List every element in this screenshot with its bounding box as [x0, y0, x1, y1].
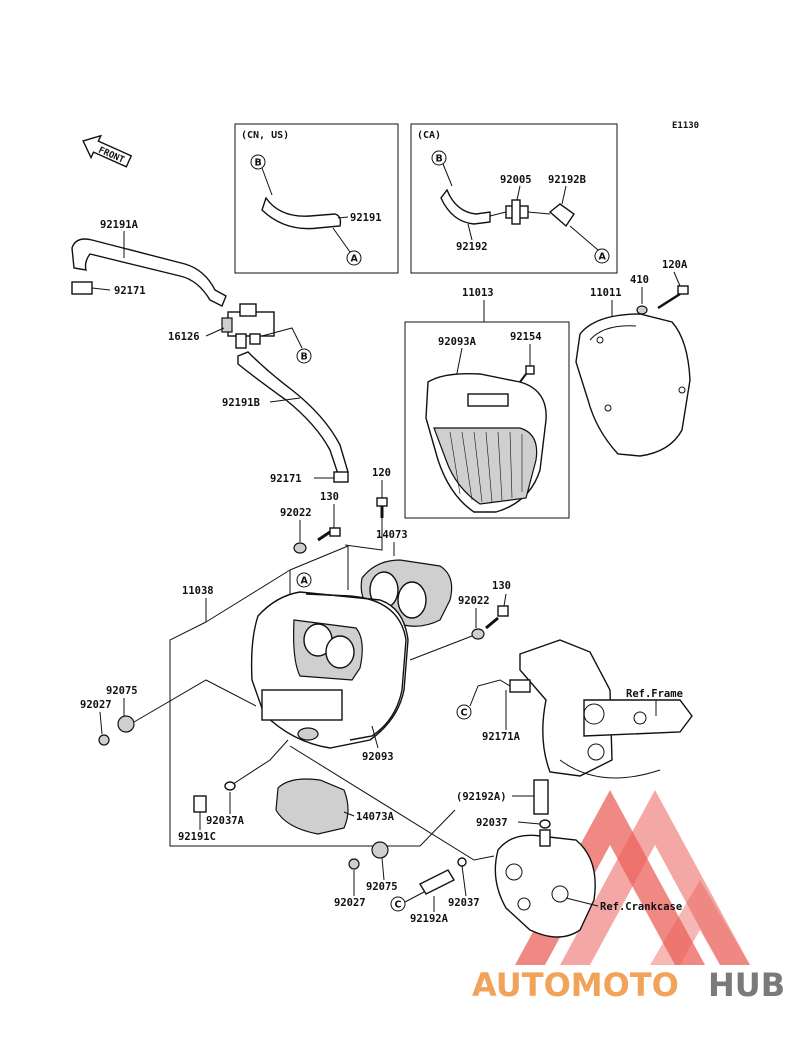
valve-16126-group: 16126 B — [168, 303, 312, 364]
clamp-92037-bottom — [457, 857, 467, 867]
hose-92191c-part — [193, 795, 207, 813]
ref-crankcase-text: Ref.Crankcase — [600, 901, 682, 913]
label-92093: 92093 — [362, 751, 394, 763]
label-92027-bottom: 92027 — [334, 897, 366, 909]
label-92191a: 92191A — [100, 219, 139, 231]
label-92093a: 92093A — [438, 336, 477, 348]
cover-11011-group: 11011 410 120A — [575, 259, 691, 457]
duct-14073a-part — [275, 778, 349, 835]
label-92027-left: 92027 — [80, 699, 112, 711]
label-92171-mid: 92171 — [270, 473, 302, 485]
hose-92191a-group: 92191A 92171 — [71, 219, 227, 307]
box-ca-ref-a: A — [599, 252, 607, 263]
label-92075-left: 92075 — [106, 685, 138, 697]
fasteners-left-group: 120 130 92022 — [280, 467, 391, 554]
box-ca-label-92192: 92192 — [456, 241, 488, 253]
frame-ref-group: Ref.Frame 92171A C — [456, 639, 693, 779]
label-92075-bottom: 92075 — [366, 881, 398, 893]
clamp-92037a-part — [224, 781, 236, 791]
filter-box-11013: 11013 92093A 92154 — [404, 287, 570, 519]
label-130-right: 130 — [492, 580, 511, 592]
label-92037a: 92037A — [206, 815, 245, 827]
bolt-130-left-head — [329, 527, 341, 537]
box-ca-ref-b: B — [436, 154, 443, 165]
label-92171a: 92171A — [482, 731, 521, 743]
label-11011: 11011 — [590, 287, 622, 299]
box-cn-us-label-92191: 92191 — [350, 212, 382, 224]
crankcase-ref-group: (92192A) 92037 Ref.Crankcase — [456, 779, 682, 938]
washer-92022-left — [293, 542, 307, 554]
label-120a: 120A — [662, 259, 688, 271]
label-92171-top: 92171 — [114, 285, 146, 297]
box-cn-us-ref-a: A — [351, 254, 359, 265]
front-arrow-icon: FRONT — [82, 134, 133, 168]
hose-92191b-group: 92191B 92171 — [222, 351, 349, 485]
ref-c-left: C — [461, 708, 468, 719]
label-92022-left: 92022 — [280, 507, 312, 519]
label-14073a: 14073A — [356, 811, 395, 823]
watermark-part1: AUTOMOTO — [472, 966, 679, 1004]
ref-frame-text: Ref.Frame — [626, 688, 683, 700]
washer-92022-right — [471, 628, 485, 640]
bolt-120a-head — [677, 285, 689, 295]
watermark-part2: HUB — [708, 966, 785, 1004]
ref-a-box: A — [301, 576, 309, 587]
ref-c-bottom: C — [395, 900, 402, 911]
label-410: 410 — [630, 274, 649, 286]
clamp-92171-mid-part — [333, 471, 349, 483]
box-ca: (CA) B 92005 92192B 92192 A — [410, 123, 618, 274]
box-ca-label-92192b: 92192B — [548, 174, 586, 186]
clamp-92037-right — [539, 819, 551, 829]
hose-92191-part — [261, 196, 342, 230]
crankcase-section-part — [494, 834, 596, 938]
hose-92191b-part — [237, 351, 349, 475]
label-120: 120 — [372, 467, 391, 479]
label-11013: 11013 — [462, 287, 494, 299]
label-92192a-bottom: 92192A — [410, 913, 449, 925]
label-11038: 11038 — [182, 585, 214, 597]
label-92037-bottom: 92037 — [448, 897, 480, 909]
ref-b-hose: B — [301, 352, 308, 363]
box-ca-label-92005: 92005 — [500, 174, 532, 186]
label-92154: 92154 — [510, 331, 542, 343]
grommet-92075-left — [117, 715, 135, 733]
hose-92191a-part — [71, 238, 227, 307]
bottom-parts-group: 92027 92075 92192A C 92037 — [289, 745, 495, 925]
label-92037-right: 92037 — [476, 817, 508, 829]
filter-92093-group: 92093 — [305, 593, 407, 763]
diagram-code: E1130 — [672, 121, 699, 131]
label-92022-right: 92022 — [458, 595, 490, 607]
watermark-text: AUTOMOTO HUB — [472, 966, 785, 1004]
label-92192a-mid: (92192A) — [456, 791, 507, 803]
hose-92192a-bottom-part — [419, 869, 455, 895]
bolt-130-right-head — [497, 605, 509, 617]
fasteners-right-group: 130 92022 — [409, 580, 511, 661]
collar-92027-left — [98, 734, 110, 746]
label-130-left: 130 — [320, 491, 339, 503]
grommet-left-group: 92075 92027 — [80, 679, 257, 746]
housing-11038-group: 11038 A — [169, 545, 456, 847]
box-cn-us-title: (CN, US) — [241, 130, 289, 141]
label-92191c: 92191C — [178, 831, 216, 843]
collar-92027-bottom — [348, 858, 360, 870]
box-cn-us-ref-b: B — [255, 158, 262, 169]
label-14073: 14073 — [376, 529, 408, 541]
cover-11011-part — [575, 313, 691, 457]
washer-410 — [636, 305, 648, 315]
hose-92192-part — [440, 188, 491, 225]
hose-92192a-mid-part — [533, 779, 549, 815]
box-ca-title: (CA) — [417, 130, 441, 141]
bolt-120-head — [376, 497, 388, 507]
clamp-92171-top-part — [71, 281, 93, 295]
clamp-92171a-part — [509, 679, 531, 693]
box-cn-us: (CN, US) B 92191 A — [234, 123, 399, 274]
screw-92154 — [525, 365, 535, 375]
lower-duct-group: 14073A 92191C 92037A — [178, 739, 395, 843]
label-92191b: 92191B — [222, 397, 260, 409]
grommet-92075-bottom — [371, 841, 389, 859]
label-16126: 16126 — [168, 331, 200, 343]
hose-92192b-part — [548, 203, 575, 228]
